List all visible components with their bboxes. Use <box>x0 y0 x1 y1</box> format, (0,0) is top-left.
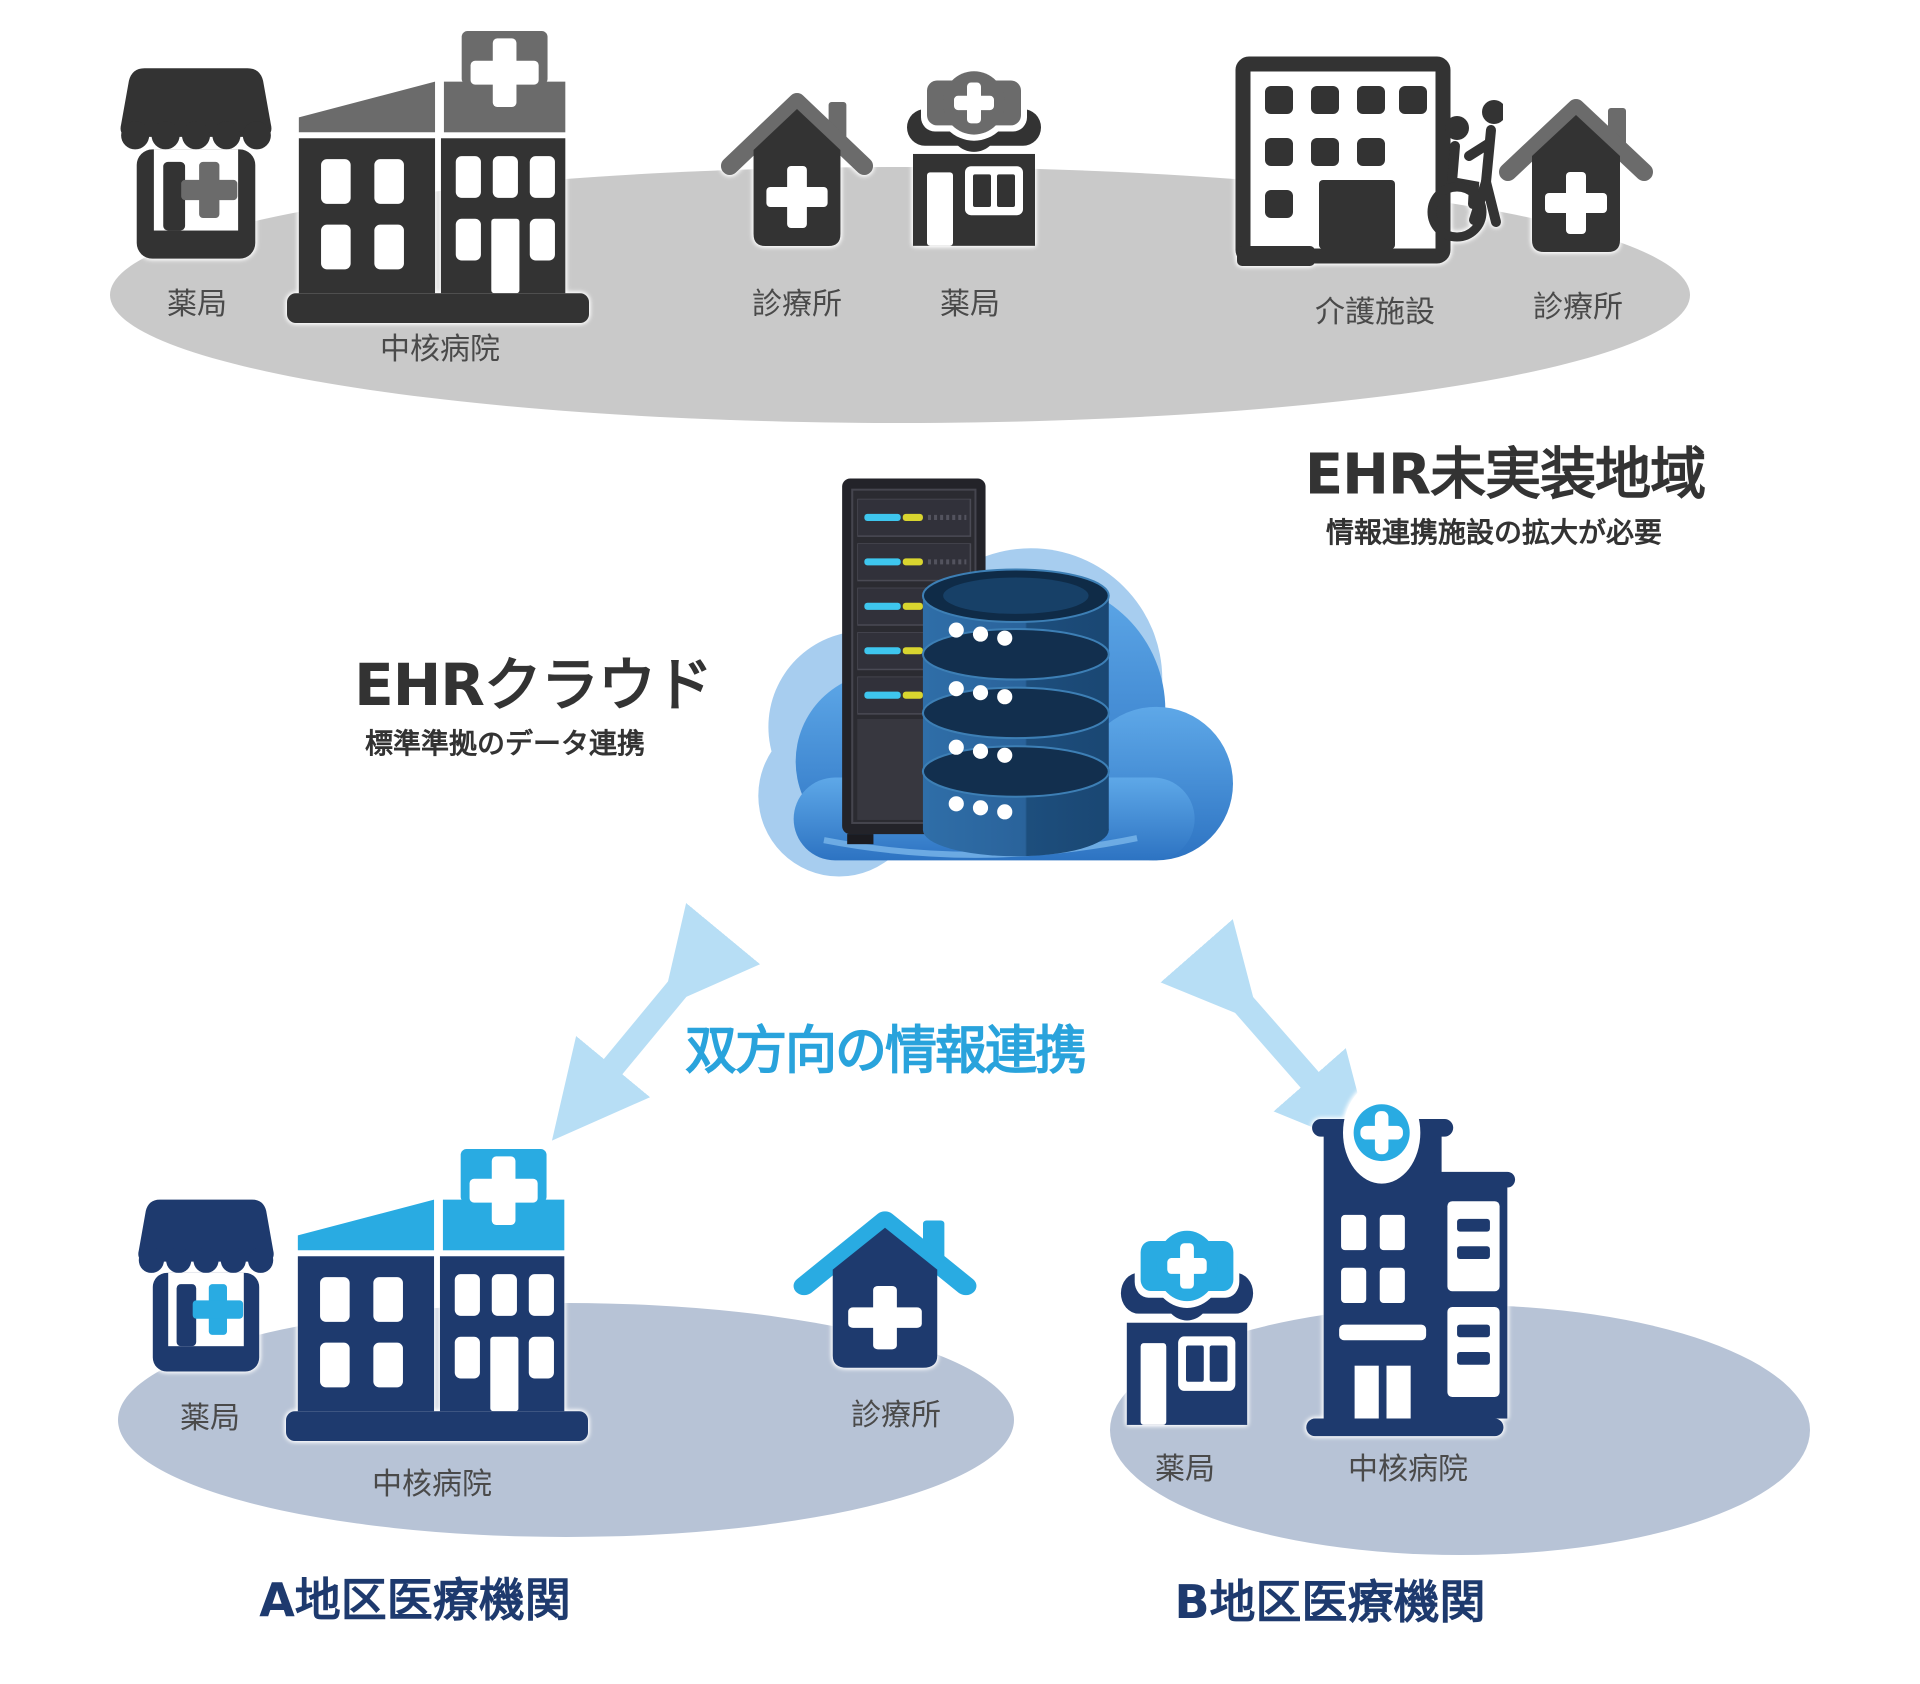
facility-label: 中核病院 <box>380 332 500 367</box>
clinic-icon <box>1496 84 1656 264</box>
facility-label: 薬局 <box>940 287 1000 322</box>
pharmacy-icon <box>136 1194 276 1380</box>
cloud-title: EHRクラウド <box>354 651 713 719</box>
facility-label: 介護施設 <box>1315 295 1435 330</box>
tall-hospital-icon <box>1285 1072 1517 1444</box>
facility-label: 診療所 <box>1533 290 1623 325</box>
clinic-icon <box>790 1196 980 1380</box>
bidirectional-arrow-right <box>1160 919 1373 1152</box>
cloud-subtitle: 標準準拠のデータ連携 <box>364 727 646 760</box>
top-region-title: EHR未実装地域 <box>1304 442 1706 508</box>
facility-label: 薬局 <box>1155 1452 1215 1487</box>
facility-label: 薬局 <box>180 1401 240 1436</box>
region-b-title: B地区医療機関 <box>1174 1575 1486 1629</box>
pharmacy-sign-icon <box>899 58 1049 254</box>
bidirectional-link-label: 双方向の情報連携 <box>684 1021 1087 1082</box>
facility-label: 中核病院 <box>1348 1452 1468 1487</box>
facility-label: 薬局 <box>167 287 227 322</box>
clinic-icon <box>718 78 876 258</box>
facility-label: 診療所 <box>851 1398 941 1433</box>
core-hospital-icon <box>287 28 589 326</box>
ehr-cloud-server-icon <box>758 478 1233 877</box>
region-a-title: A地区医療機関 <box>259 1573 571 1627</box>
care-facility-icon <box>1233 50 1503 275</box>
bidirectional-arrow-left <box>551 903 761 1141</box>
facility-label: 診療所 <box>752 287 842 322</box>
core-hospital-icon <box>286 1146 588 1444</box>
pharmacy-sign-icon <box>1113 1216 1261 1434</box>
pharmacy-icon <box>118 62 274 268</box>
top-region-subtitle: 情報連携施設の拡大が必要 <box>1325 516 1663 549</box>
facility-label: 中核病院 <box>372 1467 492 1502</box>
